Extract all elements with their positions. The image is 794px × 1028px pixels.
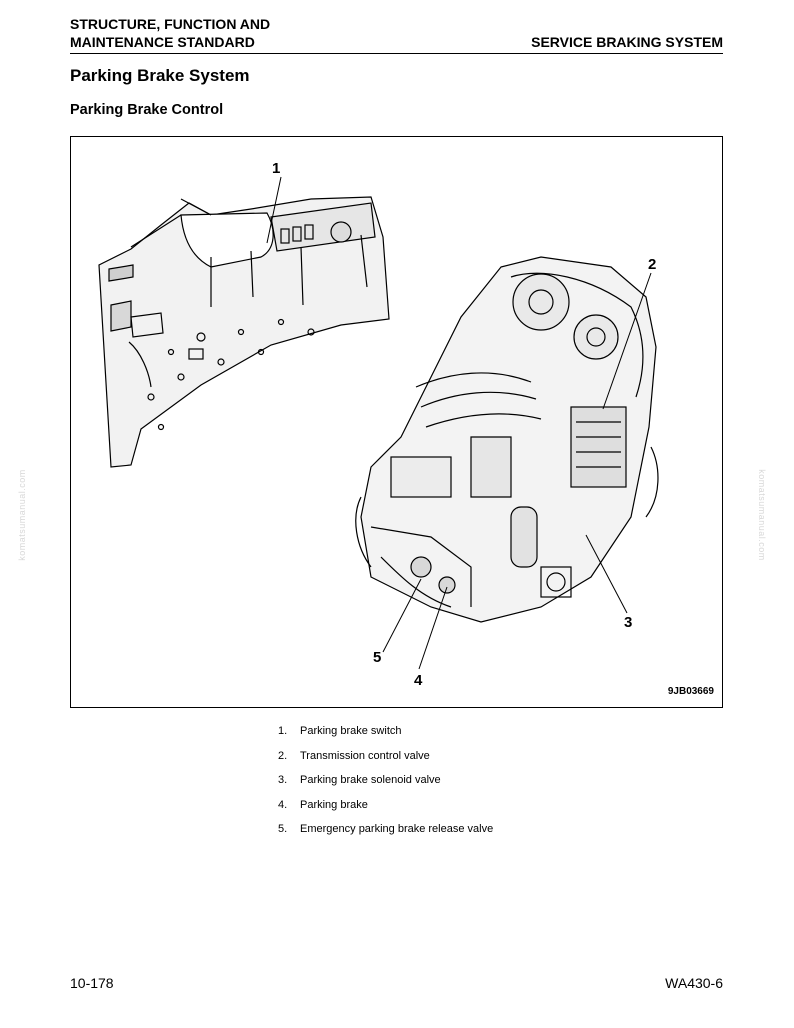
callout-leader-lines xyxy=(266,176,652,670)
subsection-title: Parking Brake Control xyxy=(70,102,224,118)
callout-3: 3 xyxy=(624,614,633,631)
transmission-assembly-drawing xyxy=(355,256,659,623)
page-number: 10-178 xyxy=(70,975,114,991)
legend-text: Parking brake xyxy=(300,798,368,811)
legend-number: 1. xyxy=(278,725,288,737)
callout-1: 1 xyxy=(272,160,281,177)
header-chapter-line1: STRUCTURE, FUNCTION AND xyxy=(70,16,271,32)
header-chapter-line2: MAINTENANCE STANDARD xyxy=(70,34,255,50)
watermark-left: komatsumanual.com xyxy=(16,469,27,561)
legend-text: Transmission control valve xyxy=(300,749,430,762)
legend-item: 1. Parking brake switch xyxy=(278,724,493,749)
dashboard-panel-drawing xyxy=(98,196,390,468)
legend-item: 5. Emergency parking brake release valve xyxy=(278,822,493,847)
figure-legend: 1. Parking brake switch 2. Transmission co… xyxy=(278,724,493,847)
legend-number: 3. xyxy=(278,774,288,786)
section-title: Parking Brake System xyxy=(70,66,250,85)
legend-number: 2. xyxy=(278,749,288,762)
figure-code: 9JB03669 xyxy=(667,686,714,697)
watermark-right: komatsumanual.com xyxy=(756,469,767,561)
legend-item: 3. Parking brake solenoid valve xyxy=(278,773,493,798)
header-section-name: SERVICE BRAKING SYSTEM xyxy=(531,34,723,50)
legend-text: Parking brake switch xyxy=(300,725,402,737)
parking-brake-figure: 1 2 3 4 5 9JB03669 xyxy=(70,136,723,708)
callout-5: 5 xyxy=(373,649,382,666)
callout-2: 2 xyxy=(648,256,657,273)
legend-text: Parking brake solenoid valve xyxy=(300,774,441,786)
legend-text: Emergency parking brake release valve xyxy=(300,823,494,835)
header-divider xyxy=(70,53,723,54)
legend-number: 4. xyxy=(278,798,288,811)
header-chapter-title: STRUCTURE, FUNCTION AND MAINTENANCE STAN… xyxy=(70,15,270,51)
legend-number: 5. xyxy=(278,823,288,835)
model-number: WA430-6 xyxy=(665,975,723,991)
parking-brake-illustration xyxy=(98,176,659,670)
legend-item: 2. Transmission control valve xyxy=(278,749,493,774)
callout-4: 4 xyxy=(414,672,423,689)
legend-item: 4. Parking brake xyxy=(278,798,493,823)
